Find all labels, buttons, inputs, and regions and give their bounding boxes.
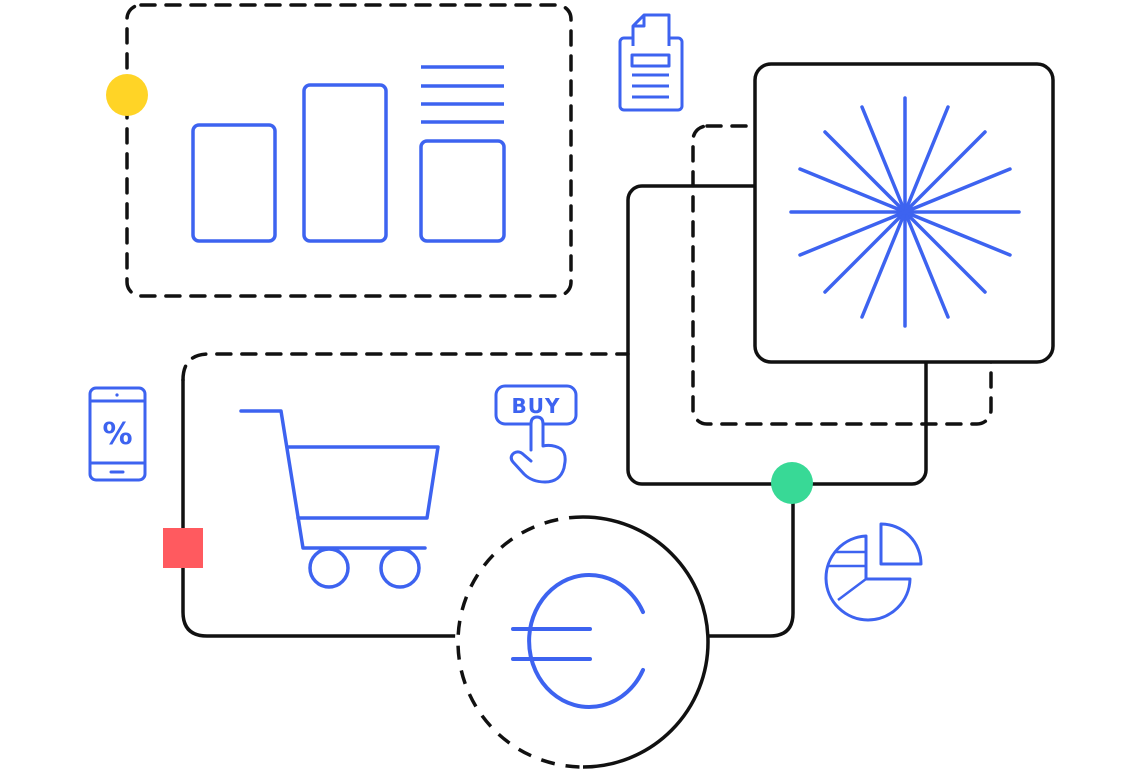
- euro-symbol: [511, 573, 645, 709]
- percent-label: %: [102, 417, 132, 452]
- euro-coin-icon: [455, 514, 710, 769]
- red-square: [163, 528, 203, 568]
- pie-chart-icon: [824, 522, 923, 622]
- cart-frame-left-solid: [181, 378, 459, 638]
- green-dot: [771, 462, 813, 504]
- receipt-printer-icon: [618, 13, 684, 112]
- yellow-dot: [106, 74, 148, 116]
- starburst-icon: [789, 96, 1021, 328]
- shopping-cart-icon: [239, 409, 440, 589]
- chart-dashed-frame: [125, 3, 573, 298]
- cart-frame-top-dashed: [181, 352, 630, 382]
- buy-label: BUY: [512, 394, 561, 418]
- buy-button-hand-icon: BUY: [494, 384, 578, 484]
- bar-chart-icon: [191, 65, 506, 243]
- coin-to-dot-line: [706, 482, 795, 638]
- mobile-discount-icon: %: [88, 386, 147, 482]
